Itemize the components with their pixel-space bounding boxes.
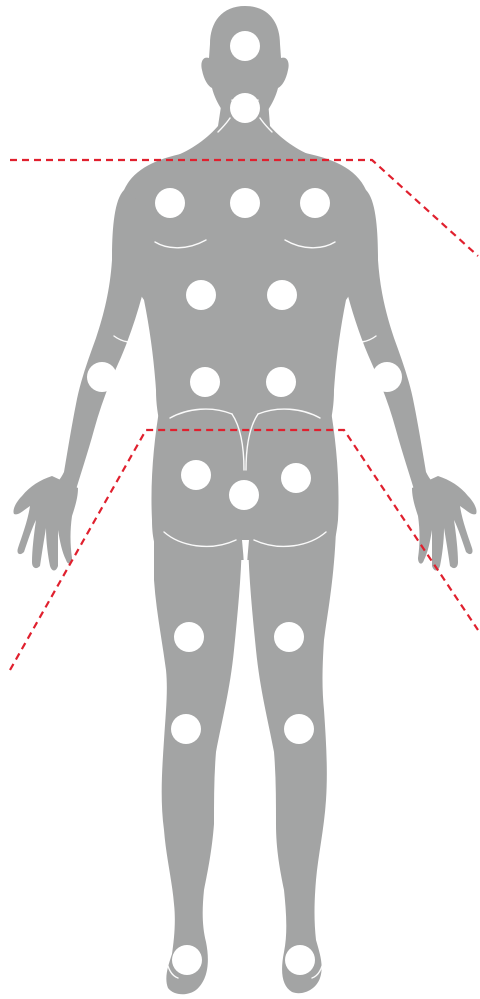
right-arm — [337, 190, 438, 496]
point-upper-back[interactable] — [230, 188, 260, 218]
point-right-shoulder[interactable] — [300, 188, 330, 218]
point-left-elbow[interactable] — [87, 362, 117, 392]
point-right-hamstring[interactable] — [274, 622, 304, 652]
point-right-heel[interactable] — [285, 945, 315, 975]
right-hand — [412, 476, 477, 571]
point-head[interactable] — [230, 31, 260, 61]
point-right-mid-back[interactable] — [267, 280, 297, 310]
point-right-lower-back[interactable] — [266, 367, 296, 397]
point-right-elbow[interactable] — [372, 362, 402, 392]
left-leg — [154, 530, 242, 994]
point-left-glute[interactable] — [181, 460, 211, 490]
point-left-knee[interactable] — [171, 714, 201, 744]
point-left-lower-back[interactable] — [190, 367, 220, 397]
point-left-heel[interactable] — [172, 945, 202, 975]
point-right-knee[interactable] — [284, 714, 314, 744]
point-right-glute[interactable] — [281, 463, 311, 493]
point-left-shoulder[interactable] — [155, 188, 185, 218]
left-arm — [52, 190, 153, 496]
point-tailbone[interactable] — [229, 480, 259, 510]
point-left-hamstring[interactable] — [174, 622, 204, 652]
right-leg — [248, 530, 336, 993]
leg-gap — [242, 540, 249, 600]
left-hand — [13, 476, 78, 571]
point-left-mid-back[interactable] — [186, 280, 216, 310]
point-neck[interactable] — [230, 93, 260, 123]
